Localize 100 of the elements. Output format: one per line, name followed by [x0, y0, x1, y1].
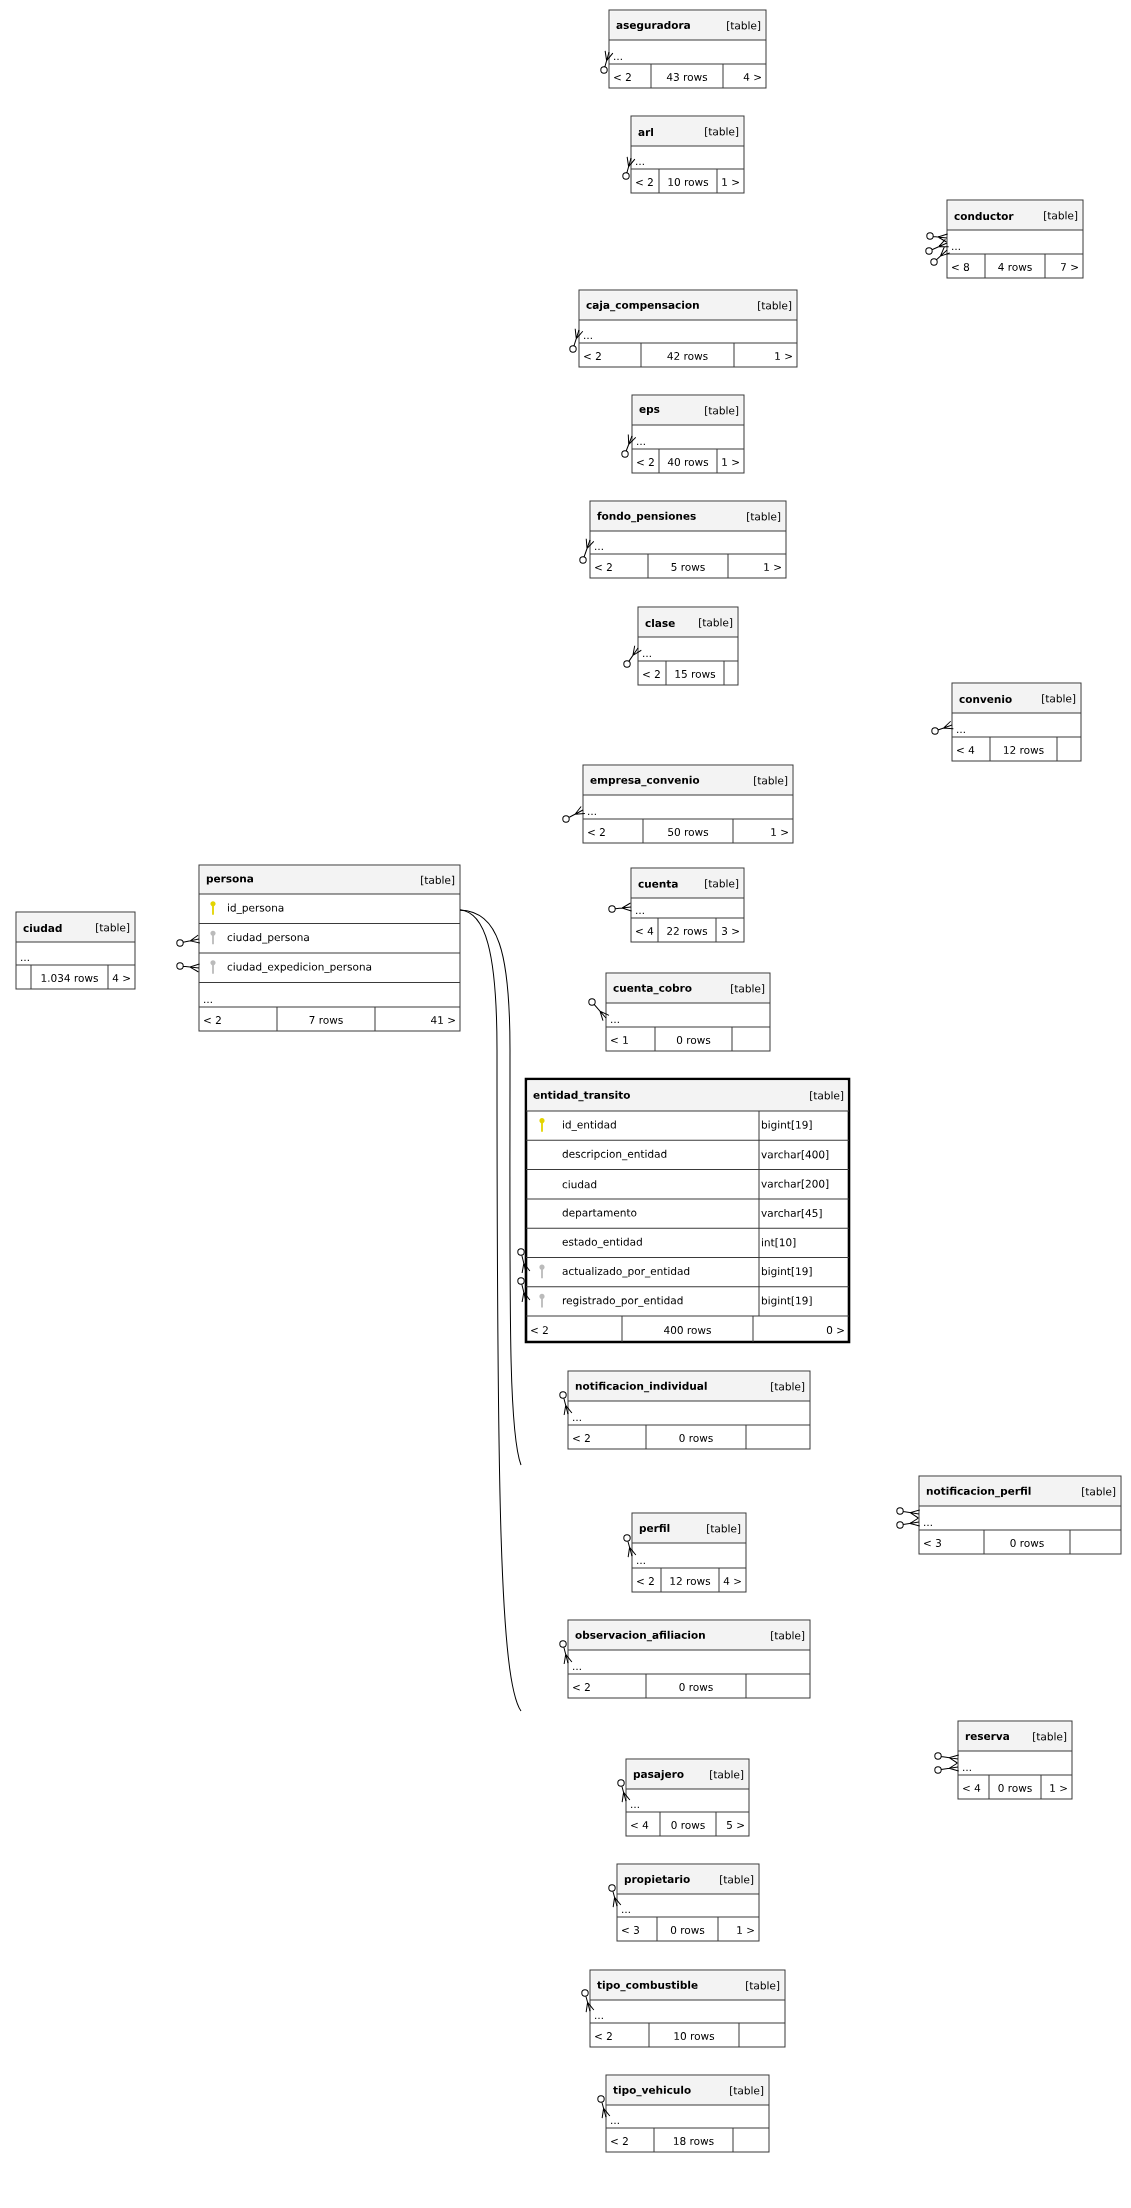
ellipsis: ...	[963, 1769, 971, 1771]
row-count: 7 rows	[309, 1016, 343, 1024]
parent-count: < 2	[595, 2032, 612, 2040]
child-count: 4 >	[112, 974, 130, 982]
row-count: 400 rows	[664, 1326, 711, 1335]
column-type: bigint[19]	[761, 1120, 812, 1131]
table-name: notificacion_perfil	[926, 1486, 1031, 1498]
ellipsis: ...	[957, 731, 965, 733]
ellipsis: ...	[636, 163, 644, 165]
column-type: bigint[19]	[761, 1267, 812, 1278]
row-count: 0 rows	[679, 1434, 713, 1442]
table-type-label: [table]	[754, 776, 788, 786]
row-count: 1.034 rows	[41, 974, 98, 982]
row-count: 0 rows	[679, 1683, 713, 1691]
row-count: 10 rows	[668, 178, 709, 186]
table-type-label: [table]	[771, 1631, 805, 1641]
row-count: 12 rows	[1004, 746, 1044, 754]
row-count: 0 rows	[671, 1821, 705, 1829]
table-name: convenio	[959, 694, 1012, 704]
child-count: 1 >	[775, 352, 792, 360]
table-type-label: [table]	[705, 879, 739, 889]
row-count: 42 rows	[667, 352, 708, 360]
column-name: id_entidad	[563, 1120, 616, 1131]
table-type-label: [table]	[727, 21, 761, 31]
row-count: 4 rows	[998, 263, 1032, 271]
table-type-label: [table]	[707, 1524, 741, 1534]
parent-count: < 2	[204, 1016, 221, 1024]
child-count: 1 >	[737, 1926, 754, 1934]
column-name: actualizado_por_entidad	[562, 1266, 690, 1278]
column-name: descripcion_entidad	[562, 1149, 667, 1161]
parent-count: < 4	[631, 1821, 649, 1829]
ellipsis: ...	[573, 1419, 581, 1421]
column-name: ciudad_expedicion_persona	[227, 962, 372, 973]
child-count: 5 >	[727, 1821, 744, 1829]
row-count: 0 rows	[676, 1036, 711, 1044]
table-name: persona	[206, 876, 253, 885]
parent-count: < 2	[614, 73, 631, 81]
parent-count: < 2	[588, 828, 605, 836]
table-type-label: [table]	[720, 1875, 754, 1885]
table-type-label: [table]	[746, 1981, 780, 1991]
child-count: 1 >	[771, 828, 788, 836]
column-type: bigint[19]	[761, 1296, 812, 1307]
ellipsis: ...	[595, 2017, 603, 2019]
ellipsis: ...	[573, 1668, 581, 1670]
table-name: perfil	[639, 1523, 670, 1535]
ellipsis: ...	[614, 58, 622, 60]
column-name: id_persona	[228, 903, 284, 914]
table-type-label: [table]	[96, 923, 130, 933]
row-count: 50 rows	[668, 828, 709, 836]
parent-count: < 2	[611, 2137, 628, 2145]
child-count: 1 >	[722, 458, 739, 466]
table-type-label: [table]	[810, 1091, 844, 1101]
row-count: 10 rows	[674, 2032, 715, 2040]
table-name: empresa_convenio	[590, 775, 700, 787]
parent-count: < 3	[622, 1926, 639, 1934]
table-name: observacion_afiliacion	[575, 1630, 705, 1642]
table-type-label: [table]	[730, 2086, 764, 2096]
parent-count: < 8	[952, 263, 970, 271]
table-name: cuenta_cobro	[613, 983, 692, 995]
table-name: reserva	[965, 1734, 1009, 1740]
column-name: registrado_por_entidad	[562, 1296, 683, 1307]
ellipsis: ...	[588, 813, 596, 815]
ellipsis: ...	[631, 1806, 639, 1808]
parent-count: < 4	[957, 746, 975, 754]
child-count: 0 >	[826, 1326, 844, 1335]
column-name: departamento	[562, 1208, 637, 1219]
column-name: estado_entidad	[562, 1237, 642, 1249]
table-type-label: [table]	[1042, 694, 1076, 704]
column-type: varchar[45]	[761, 1208, 822, 1219]
table-name: clase	[645, 618, 675, 628]
column-type: int[10]	[762, 1238, 796, 1248]
table-name: ciudad	[23, 923, 62, 933]
table-name: conductor	[954, 211, 1014, 221]
ellipsis: ...	[637, 443, 645, 445]
table-type-label: [table]	[710, 1770, 744, 1780]
row-count: 43 rows	[666, 73, 708, 81]
row-count: 15 rows	[675, 670, 716, 678]
ellipsis: ...	[584, 337, 592, 339]
table-type-label: [table]	[1044, 211, 1078, 221]
table-name: caja_compensacion	[586, 300, 699, 312]
column-name: ciudad_persona	[227, 933, 309, 944]
table-type-label: [table]	[699, 618, 733, 628]
table-type-label: [table]	[1033, 1732, 1067, 1742]
ellipsis: ...	[952, 248, 960, 250]
row-count: 0 rows	[670, 1926, 705, 1934]
parent-count: < 2	[531, 1326, 548, 1334]
table-name: pasajero	[633, 1769, 684, 1781]
table-type-label: [table]	[747, 512, 781, 522]
table-name: arl	[638, 127, 653, 137]
row-count: 12 rows	[670, 1577, 711, 1585]
row-count: 40 rows	[667, 458, 709, 466]
parent-count: < 2	[573, 1434, 590, 1442]
child-count: 3 >	[722, 927, 739, 935]
ellipsis: ...	[611, 1021, 619, 1023]
ellipsis: ...	[622, 1911, 630, 1913]
table-type-label: [table]	[1082, 1487, 1116, 1497]
row-count: 0 rows	[1010, 1539, 1044, 1547]
column-type: varchar[200]	[761, 1179, 829, 1189]
parent-count: < 2	[573, 1683, 590, 1691]
child-count: 4 >	[723, 1577, 741, 1585]
